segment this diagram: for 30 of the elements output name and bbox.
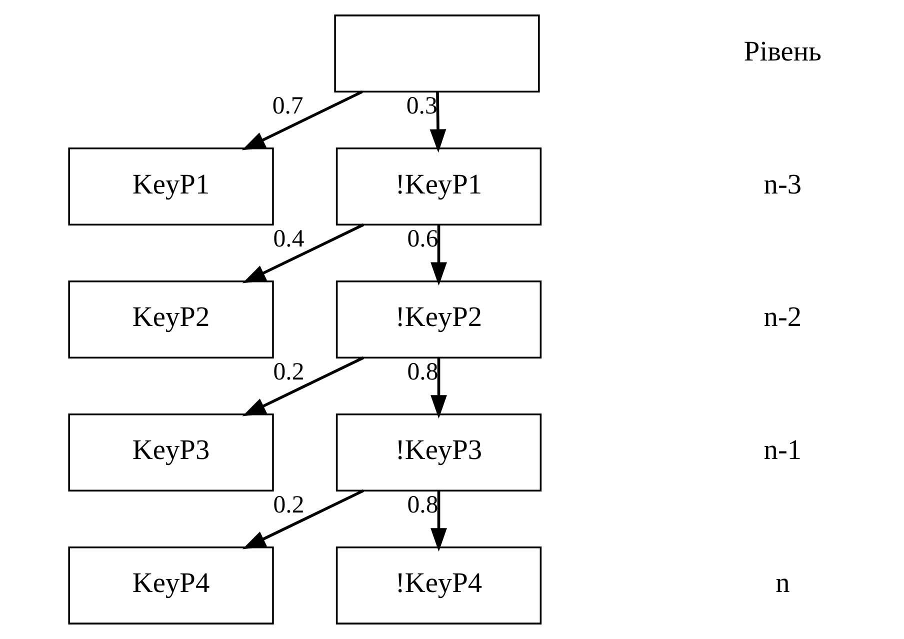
- edge-label: 0.3: [406, 92, 437, 120]
- arrow: [241, 90, 362, 150]
- node-box: KeyP4: [68, 546, 274, 624]
- arrow: [242, 356, 364, 416]
- edge-label: 0.8: [406, 358, 438, 386]
- edge-label: 0.6: [406, 225, 438, 252]
- node-box: [334, 14, 540, 93]
- arrow: [430, 490, 446, 552]
- arrow: [242, 223, 364, 284]
- node-box: KeyP3: [68, 413, 274, 492]
- label: n-3: [763, 169, 802, 200]
- node-box: !KeyP1: [335, 148, 542, 226]
- label: n: [775, 568, 790, 600]
- node-box: KeyP2: [68, 280, 274, 358]
- label: n-2: [763, 302, 802, 334]
- edge-label: 0.2: [272, 491, 304, 518]
- arrow: [430, 358, 446, 419]
- node-box: KeyP1: [68, 148, 274, 226]
- node-box: !KeyP4: [335, 546, 542, 624]
- edge-label: 0.8: [406, 491, 438, 518]
- node-box: !KeyP2: [335, 280, 542, 358]
- label: n-1: [763, 435, 802, 466]
- arrow: [429, 92, 446, 153]
- node-box: !KeyP3: [335, 413, 542, 492]
- edge-label: 0.2: [272, 358, 304, 386]
- arrow: [242, 489, 364, 550]
- arrow: [430, 225, 446, 286]
- edge-label: 0.7: [272, 92, 303, 120]
- edge-label: 0.4: [272, 225, 304, 252]
- label: Рівень: [743, 36, 822, 68]
